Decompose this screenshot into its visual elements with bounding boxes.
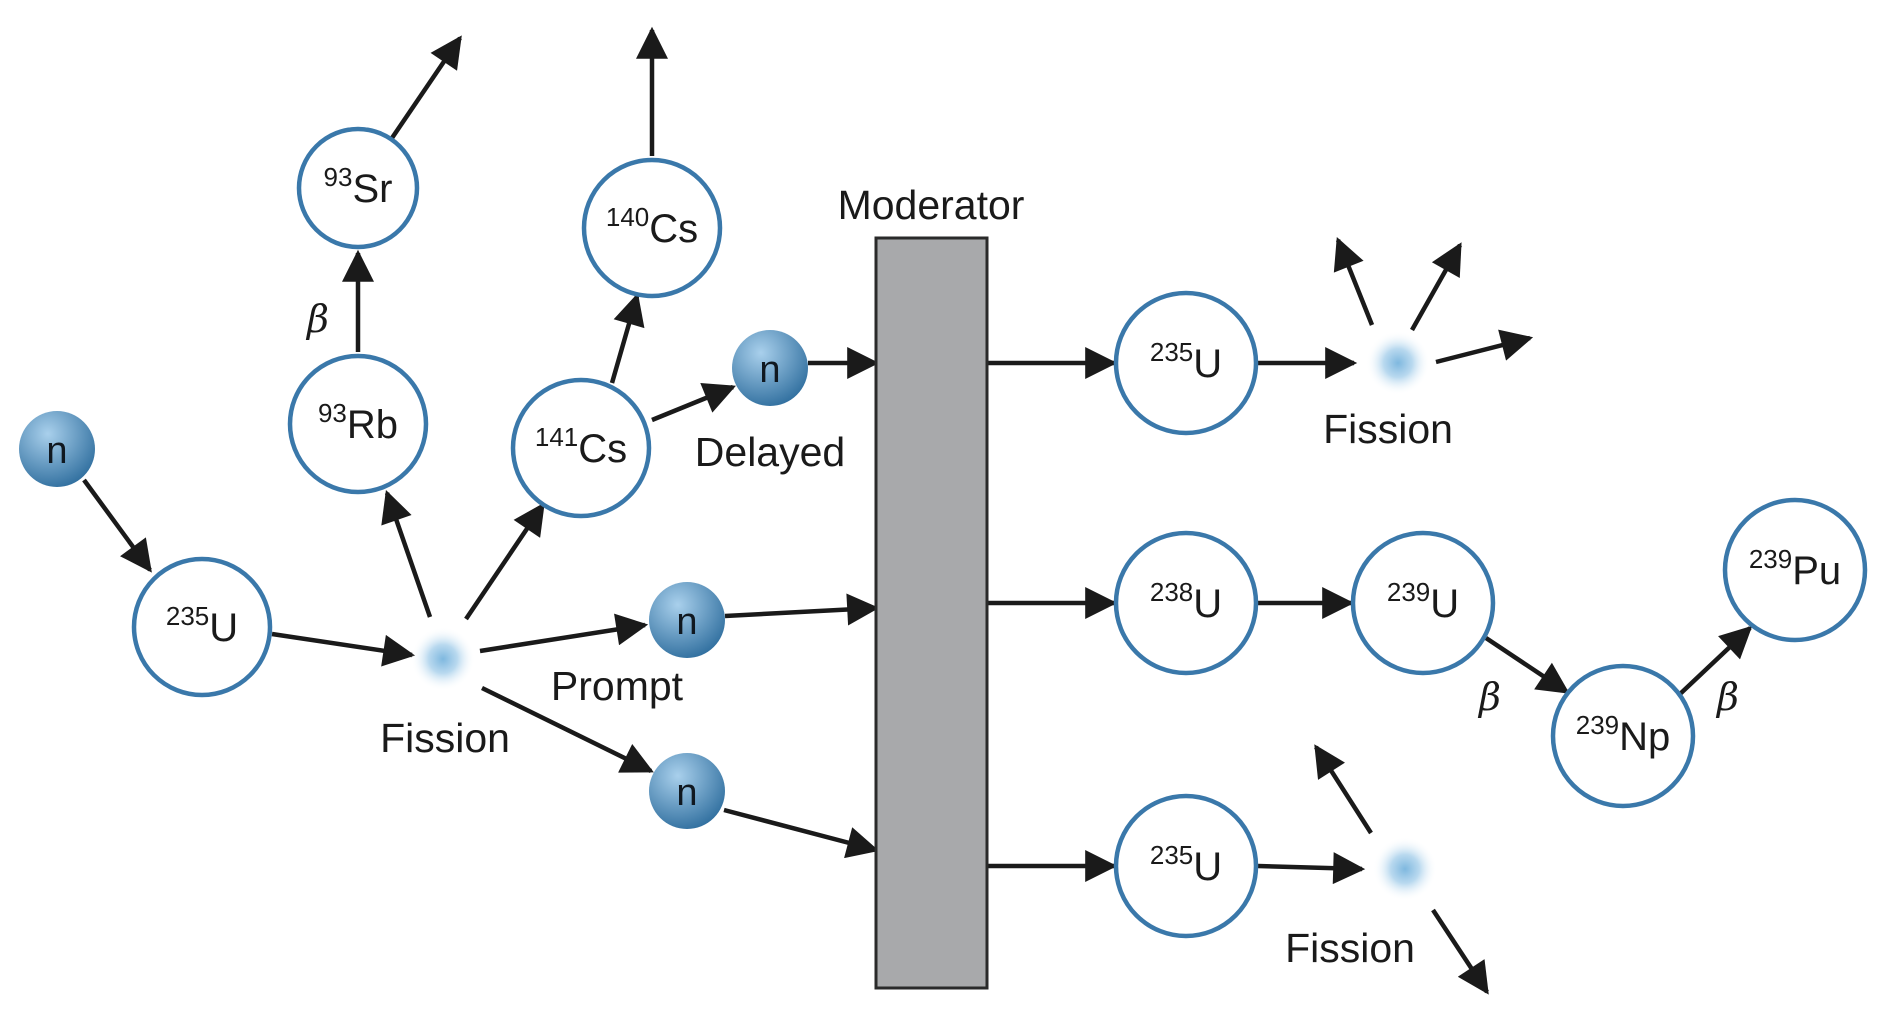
- arrow-fission-to-lower-n: [481, 685, 654, 774]
- arrow-fission-to-prompt-n: [479, 613, 649, 654]
- arrow-bottom-fission-out-1: [1314, 744, 1373, 835]
- svg-text:239Np: 239Np: [1576, 710, 1671, 759]
- arrow-top-fission-out-1: [1333, 237, 1375, 326]
- svg-text:93Rb: 93Rb: [318, 398, 398, 447]
- svg-text:n: n: [46, 430, 67, 472]
- fission-glow-main: [411, 627, 475, 691]
- nucleus-np239: 239Np: [1550, 663, 1696, 809]
- svg-text:n: n: [676, 601, 697, 643]
- svg-text:n: n: [759, 349, 780, 391]
- arrow-neutron-to-u235: [82, 478, 152, 573]
- arrow-lower-n-to-moderator: [723, 807, 880, 859]
- arrows-layer: [82, 26, 1753, 995]
- nucleus-cs140: 140Cs: [581, 157, 723, 299]
- prompt-label: Prompt: [551, 663, 684, 709]
- svg-text:235U: 235U: [1150, 337, 1222, 386]
- nucleus-cs141: 141Cs: [510, 377, 652, 519]
- fission-bottom-label: Fission: [1285, 925, 1415, 971]
- svg-text:239U: 239U: [1387, 577, 1459, 626]
- nucleus-sr93: 93Sr: [296, 126, 420, 250]
- nucleus-u238: 238U: [1113, 530, 1259, 676]
- nucleus-rb93: 93Rb: [287, 353, 429, 495]
- svg-text:140Cs: 140Cs: [606, 202, 698, 251]
- fission-glow-bottom: [1373, 837, 1437, 901]
- nucleus-u235-initial: 235U: [131, 556, 273, 698]
- delayed-label: Delayed: [695, 429, 845, 475]
- arrow-u235-bottom-to-fission: [1257, 852, 1366, 885]
- arrow-np239-to-pu239: [1678, 625, 1753, 696]
- arrow-cs141-to-delayed-n: [651, 383, 736, 423]
- arrow-fission-to-cs141: [464, 502, 545, 621]
- arrow-u239-to-np239: [1484, 636, 1570, 694]
- nucleus-u239: 239U: [1350, 530, 1496, 676]
- svg-text:235U: 235U: [1150, 840, 1222, 889]
- fission-main-label: Fission: [380, 715, 510, 761]
- arrow-prompt-n-to-moderator: [724, 593, 880, 626]
- arrow-fission-to-rb93: [381, 489, 433, 618]
- arrow-top-fission-out-2: [1410, 242, 1462, 332]
- svg-text:n: n: [676, 772, 697, 814]
- arrow-top-fission-out-3: [1435, 329, 1534, 365]
- neutron-prompt: n: [649, 582, 725, 658]
- svg-text:93Sr: 93Sr: [324, 162, 393, 211]
- nucleus-pu239: 239Pu: [1722, 497, 1868, 643]
- nucleus-u235-bottom: 235U: [1113, 793, 1259, 939]
- nucleus-u235-top: 235U: [1113, 290, 1259, 436]
- arrow-bottom-fission-out-2: [1431, 908, 1489, 995]
- svg-text:141Cs: 141Cs: [535, 422, 627, 471]
- neutron-delayed: n: [732, 330, 808, 406]
- neutron-lower: n: [649, 753, 725, 829]
- moderator-label: Moderator: [838, 182, 1025, 228]
- beta-label-u-np: β: [1477, 675, 1501, 719]
- beta-label-np-pu: β: [1715, 675, 1739, 719]
- arrow-u235-to-fission: [271, 631, 416, 667]
- svg-text:239Pu: 239Pu: [1749, 544, 1841, 593]
- moderator-bar: [874, 236, 989, 990]
- arrow-cs141-to-cs140: [609, 292, 645, 384]
- fission-glow-top: [1366, 331, 1430, 395]
- neutron-incoming: n: [19, 411, 95, 487]
- fission-top-label: Fission: [1323, 406, 1453, 452]
- svg-text:238U: 238U: [1150, 577, 1222, 626]
- svg-text:235U: 235U: [166, 601, 238, 650]
- arrow-sr93-out: [390, 35, 462, 140]
- beta-label-rb-sr: β: [305, 297, 329, 341]
